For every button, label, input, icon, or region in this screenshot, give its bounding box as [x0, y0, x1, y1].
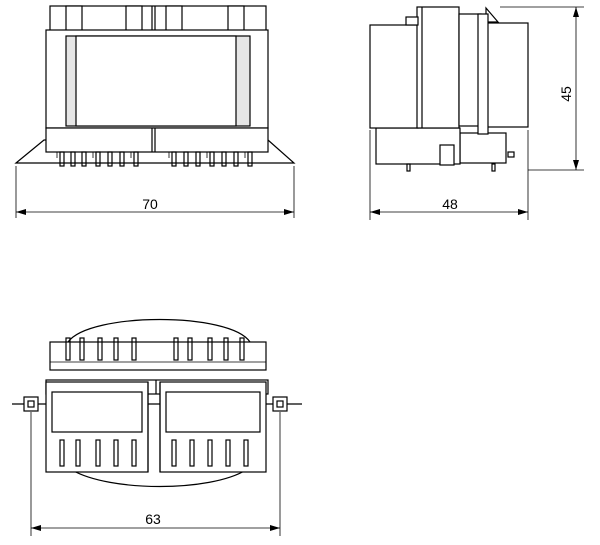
dimension-height-side: 45 — [500, 6, 584, 171]
bottom-view — [12, 319, 302, 488]
side-view — [369, 6, 529, 172]
dimension-label-70: 70 — [142, 196, 158, 212]
front-view — [14, 5, 296, 167]
dimension-width-front: 70 — [15, 166, 295, 218]
dimension-depth-side: 48 — [369, 130, 529, 220]
dimension-mounting-bottom: 63 — [30, 412, 281, 536]
dimension-label-48: 48 — [442, 196, 458, 212]
dimension-label-45: 45 — [558, 86, 574, 102]
dimension-label-63: 63 — [145, 511, 161, 527]
